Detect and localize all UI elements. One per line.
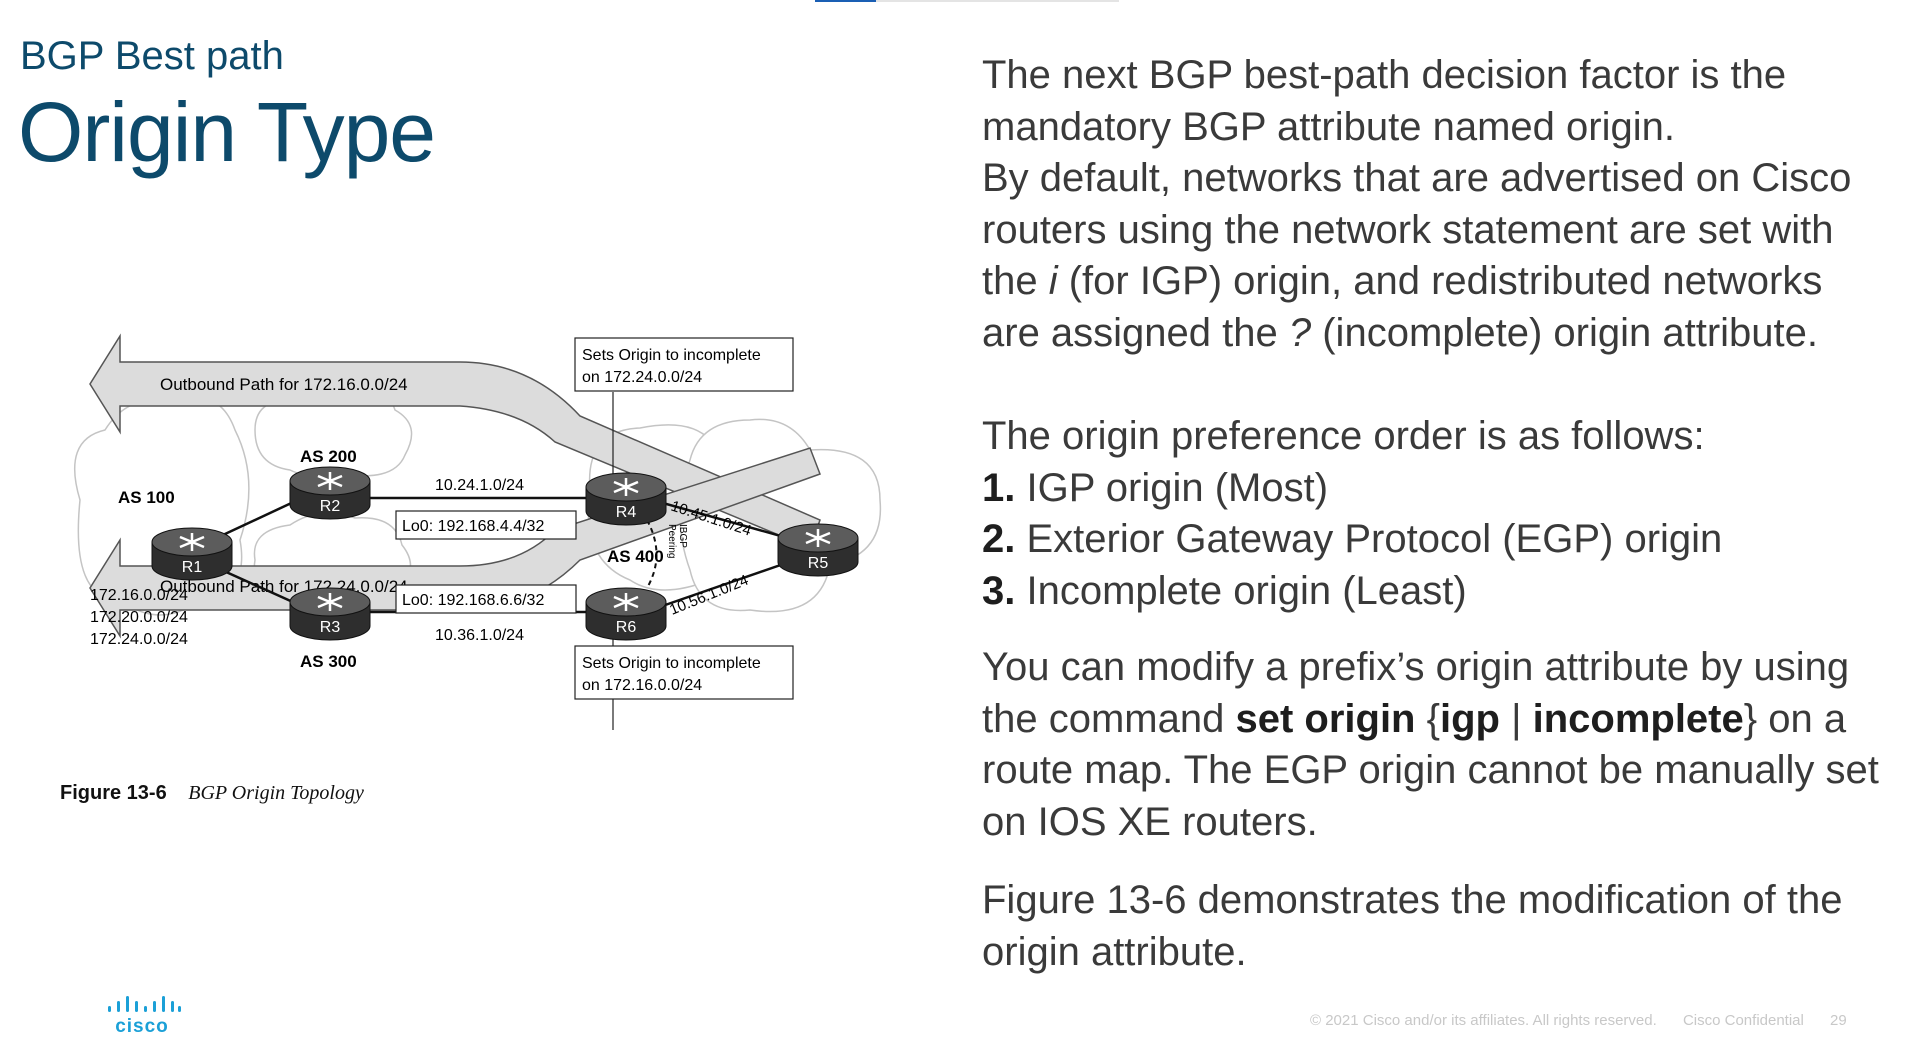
command-set-origin: set origin [1235, 696, 1416, 741]
router-r6: R6 [585, 587, 667, 641]
figure-caption: Figure 13-6 BGP Origin Topology [60, 782, 364, 805]
as100-label: AS 100 [118, 488, 175, 507]
slide-body: The next BGP best-path decision factor i… [982, 50, 1882, 978]
incomplete-symbol: ? [1288, 310, 1312, 355]
lo-r4-box [395, 510, 577, 540]
list-item: 1. IGP origin (Most) [982, 465, 1329, 510]
router-r2-label: R2 [320, 498, 341, 515]
paragraph-1: The next BGP best-path decision factor i… [982, 53, 1787, 149]
outbound-path-top-arrow [89, 333, 821, 549]
slide-footer: © 2021 Cisco and/or its affiliates. All … [1310, 1012, 1869, 1029]
lo-r6-box [395, 584, 577, 614]
router-r1: R1 [151, 527, 233, 581]
command-igp: igp [1439, 696, 1500, 741]
lo-r6-label: Lo0: 192.168.6.6/32 [402, 592, 544, 609]
link-r3-r6-subnet: 10.36.1.0/24 [435, 627, 524, 644]
command-incomplete: incomplete [1532, 696, 1744, 741]
paragraph-5: Figure 13-6 demonstrates the modificatio… [982, 878, 1843, 974]
as400-label: AS 400 [607, 547, 664, 566]
router-r6-label: R6 [616, 619, 637, 636]
callout-box-top [574, 337, 794, 392]
footer-copyright: © 2021 Cisco and/or its affiliates. All … [1310, 1012, 1657, 1029]
callout-bottom-line1: Sets Origin to incomplete [582, 655, 761, 672]
callout-bottom-line2: on 172.16.0.0/24 [582, 677, 702, 694]
link-r2-r4-subnet: 10.24.1.0/24 [435, 477, 524, 494]
router-r3: R3 [289, 587, 371, 641]
list-item: 3. Incomplete origin (Least) [982, 568, 1467, 613]
callout-box-bottom [574, 645, 794, 700]
r1-network-1: 172.16.0.0/24 [90, 587, 188, 604]
figure-title: BGP Origin Topology [188, 782, 364, 804]
as300-label: AS 300 [300, 652, 357, 671]
cisco-logo-text: cisco [115, 1016, 169, 1036]
slide-progress-track [815, 0, 1119, 2]
cisco-logo: cisco [108, 996, 181, 1036]
ibgp-peering-label: IBGP Peering [666, 524, 688, 558]
slide-title: Origin Type [18, 85, 436, 179]
slide-progress-fill [815, 0, 876, 2]
router-r2: R2 [289, 466, 371, 520]
bgp-origin-topology-figure: Outbound Path for 172.16.0.0/24 Outbound… [73, 333, 882, 730]
router-r5: R5 [777, 523, 859, 577]
router-r1-label: R1 [182, 559, 203, 576]
outbound-path-top-label: Outbound Path for 172.16.0.0/24 [160, 375, 408, 394]
r1-network-3: 172.24.0.0/24 [90, 631, 188, 648]
router-r5-label: R5 [808, 555, 829, 572]
paragraph-3: The origin preference order is as follow… [982, 414, 1705, 458]
figure-number: Figure 13-6 [60, 782, 167, 804]
slide-subtitle: BGP Best path [20, 34, 284, 78]
router-r4-label: R4 [616, 504, 637, 521]
list-item: 2. Exterior Gateway Protocol (EGP) origi… [982, 517, 1723, 561]
paragraph-4: You can modify a prefix’s origin attribu… [982, 645, 1879, 844]
router-r4: R4 [585, 472, 667, 526]
ibgp-peering-link [646, 519, 658, 589]
router-r3-label: R3 [320, 619, 341, 636]
svg-text:IBGP: IBGP [677, 524, 688, 548]
footer-page-number: 29 [1830, 1012, 1847, 1029]
callout-top-line1: Sets Origin to incomplete [582, 347, 761, 364]
lo-r4-label: Lo0: 192.168.4.4/32 [402, 518, 544, 535]
as200-label: AS 200 [300, 447, 357, 466]
igp-symbol: i [1048, 259, 1058, 303]
paragraph-2: By default, networks that are advertised… [982, 156, 1852, 355]
svg-text:Peering: Peering [666, 524, 677, 558]
r1-network-2: 172.20.0.0/24 [90, 609, 188, 626]
footer-confidential: Cisco Confidential [1682, 1012, 1804, 1029]
callout-top-line2: on 172.24.0.0/24 [582, 369, 702, 386]
